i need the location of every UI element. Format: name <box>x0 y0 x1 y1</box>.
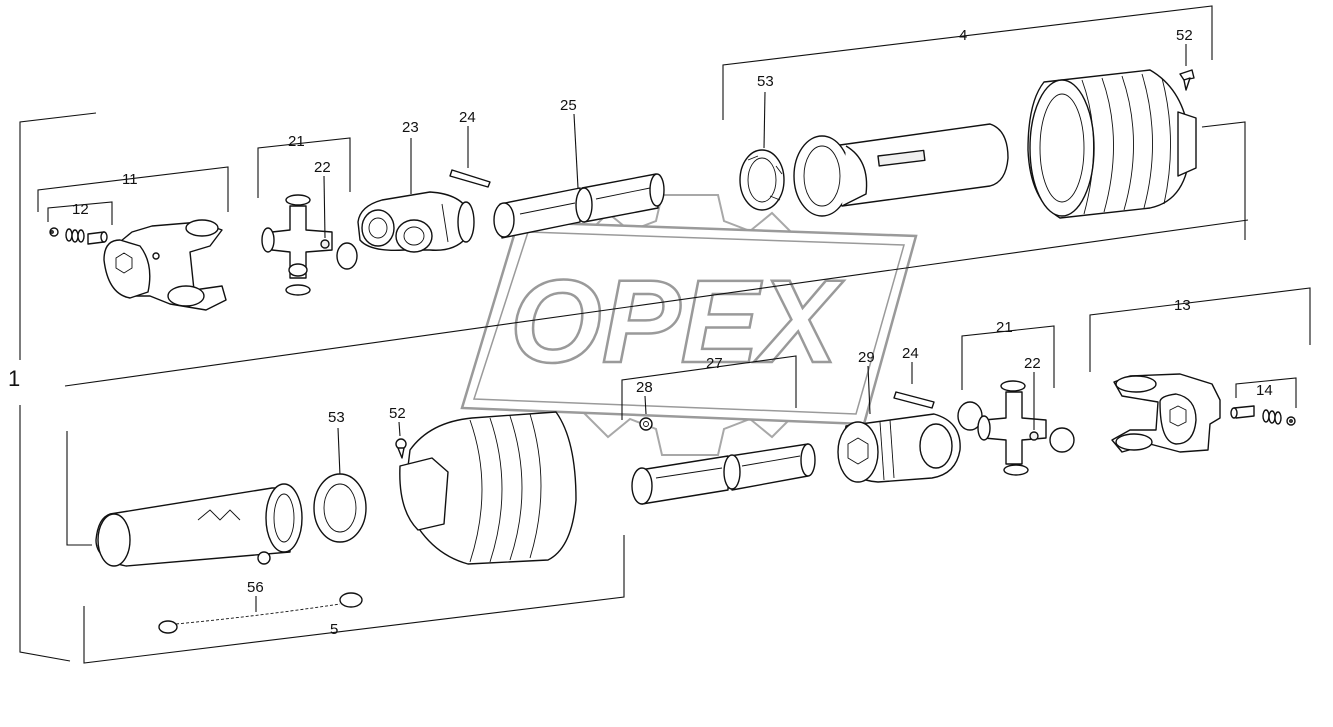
cross-journal-21-top <box>257 137 358 296</box>
callout-56: 56 <box>247 579 264 596</box>
safety-chain-56 <box>158 592 363 634</box>
callout-11: 11 <box>122 171 138 188</box>
callout-12: 12 <box>72 201 89 218</box>
screw-52-bottom <box>395 421 407 459</box>
callout-21-top: 21 <box>288 133 305 150</box>
callout-53-top: 53 <box>757 73 774 90</box>
callout-27: 27 <box>706 355 723 372</box>
cross-journal-21-bottom <box>957 325 1075 476</box>
bracket-group-5 <box>66 431 625 664</box>
callout-22-top: 22 <box>314 159 331 176</box>
callout-52-top: 52 <box>1176 27 1193 44</box>
callout-29: 29 <box>858 349 875 366</box>
watermark-text: OPEX <box>510 256 844 388</box>
bearing-ring-53-top <box>739 91 785 211</box>
callout-labels: 11 12 21 22 23 24 25 53 4 52 13 21 22 14… <box>72 27 1273 638</box>
outer-tube-5 <box>95 483 303 567</box>
callout-24-bottom: 24 <box>902 345 919 362</box>
callout-25: 25 <box>560 97 577 114</box>
bolt-kit-14 <box>1230 377 1297 426</box>
guard-bellows-bottom <box>399 411 577 565</box>
callout-4: 4 <box>959 27 967 44</box>
callout-13: 13 <box>1174 297 1191 314</box>
callout-14: 14 <box>1256 382 1273 399</box>
watermark-frame-inner <box>472 231 905 415</box>
profile-tube-27 <box>621 355 816 505</box>
assembly-bracket: 1 <box>8 112 1249 662</box>
bracket-group-4 <box>722 5 1246 240</box>
pin-24-bottom <box>893 362 935 409</box>
callout-28: 28 <box>636 379 653 396</box>
callout-23: 23 <box>402 119 419 136</box>
nut-28 <box>639 395 653 431</box>
tube-yoke-23 <box>357 138 475 253</box>
callout-22-bottom: 22 <box>1024 355 1041 372</box>
tube-yoke-29 <box>837 365 961 483</box>
callout-5: 5 <box>330 621 338 638</box>
guard-tube-4 <box>793 123 1009 217</box>
opex-watermark: OPEX <box>460 194 918 456</box>
yoke-13 <box>1111 373 1221 453</box>
callout-52-bottom: 52 <box>389 405 406 422</box>
yoke-11 <box>37 166 229 311</box>
bracket-group-13 <box>1089 287 1311 372</box>
pin-24-top <box>449 126 491 188</box>
callout-53-bottom: 53 <box>328 409 345 426</box>
profile-tube-25 <box>493 113 665 239</box>
callout-24-top: 24 <box>459 109 476 126</box>
guard-bellows-top <box>1027 69 1197 219</box>
bearing-ring-53-bottom <box>313 427 367 543</box>
screw-52-top <box>1179 44 1195 91</box>
callout-21-bottom: 21 <box>996 319 1013 336</box>
assembly-label: 1 <box>8 366 20 391</box>
bolt-kit-12 <box>47 201 113 245</box>
